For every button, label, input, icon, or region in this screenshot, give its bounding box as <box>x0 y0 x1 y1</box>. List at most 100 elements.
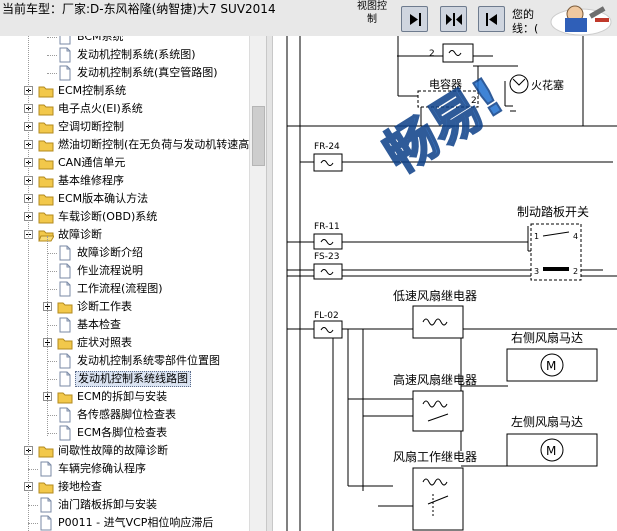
view-control-label: 视图控制 <box>357 1 387 25</box>
tree-item-label[interactable]: 接地检查 <box>58 480 102 493</box>
tree-item-label[interactable]: P0011 - 进气VCP相位响应滞后 <box>58 516 214 529</box>
document-icon <box>57 47 73 63</box>
tree-item-label[interactable]: 作业流程说明 <box>77 264 143 277</box>
tree-item[interactable]: 接地检查 <box>0 478 249 496</box>
tree-item[interactable]: 作业流程说明 <box>0 262 249 280</box>
tree-item[interactable]: P0011 - 进气VCP相位响应滞后 <box>0 514 249 531</box>
tree-item[interactable]: 电子点火(EI)系统 <box>0 100 249 118</box>
show-right-panel-button[interactable] <box>401 6 428 32</box>
document-icon <box>57 281 73 297</box>
fan-work-relay-label: 风扇工作继电器 <box>393 449 477 464</box>
right-fan-motor-label: 右侧风扇马达 <box>511 330 583 345</box>
tree-item[interactable]: 油门踏板拆卸与安装 <box>0 496 249 514</box>
tree-item-label[interactable]: ECM各脚位检查表 <box>77 426 168 439</box>
folder-icon <box>57 335 73 351</box>
document-icon <box>57 263 73 279</box>
tree-item-label[interactable]: 基本检查 <box>77 318 121 331</box>
fuse-fs23-label: FS-23 <box>314 252 339 262</box>
tree-item[interactable]: BCM系统 <box>0 36 249 46</box>
tree-item[interactable]: ECM控制系统 <box>0 82 249 100</box>
tree-item[interactable]: ECM各脚位检查表 <box>0 424 249 442</box>
document-icon <box>57 353 73 369</box>
tree-item[interactable]: 基本检查 <box>0 316 249 334</box>
high-fan-relay-label: 高速风扇继电器 <box>393 372 477 387</box>
tree-item-label[interactable]: ECM控制系统 <box>58 84 127 97</box>
greeting-text: 您的线：( <box>512 8 539 35</box>
svg-text:3: 3 <box>534 267 539 276</box>
folder-icon <box>38 191 54 207</box>
svg-text:M: M <box>546 444 556 458</box>
tree-item[interactable]: 间歇性故障的故障诊断 <box>0 442 249 460</box>
folder-open-icon <box>38 227 55 243</box>
fuse-fr24-label: FR-24 <box>314 142 340 152</box>
tree-item[interactable]: 故障诊断 <box>0 226 249 244</box>
tree-item[interactable]: 各传感器脚位检查表 <box>0 406 249 424</box>
tree-item-label[interactable]: 工作流程(流程图) <box>77 282 163 295</box>
document-icon <box>57 245 73 261</box>
spark-plug: 火花塞 <box>509 74 564 94</box>
tree-item-label[interactable]: 诊断工作表 <box>77 300 132 313</box>
pane-splitter[interactable] <box>266 36 273 531</box>
tree-item-label[interactable]: 故障诊断 <box>58 228 102 241</box>
tree-scroll-thumb[interactable] <box>252 106 265 166</box>
tree-item[interactable]: 燃油切断控制(在无负荷与发动机转速高 <box>0 136 249 154</box>
navigation-tree[interactable]: BCM系统发动机控制系统(系统图) 发动机控制系统(真空管路图) ECM控制系统电子… <box>0 36 249 531</box>
wiring-diagram-view[interactable]: FR-24 FR-11 FS-23 FL-02 2 电容器 2 <box>273 36 617 531</box>
tree-item[interactable]: CAN通信单元 <box>0 154 249 172</box>
tree-item-label[interactable]: 车载诊断(OBD)系统 <box>58 210 158 223</box>
fuse-fl02: FL-02 <box>313 311 343 339</box>
tree-item[interactable]: 发动机控制系统线路图 <box>0 370 249 388</box>
high-speed-fan-relay: 高速风扇继电器 <box>393 372 477 432</box>
brake-pedal-switch: 制动踏板开关 1 4 3 2 <box>517 205 589 281</box>
tree-item-label[interactable]: CAN通信单元 <box>58 156 126 169</box>
svg-text:2: 2 <box>573 267 578 276</box>
split-view-button[interactable] <box>440 6 467 32</box>
tree-item-label[interactable]: 发动机控制系统零部件位置图 <box>77 354 220 367</box>
tree-item[interactable]: 基本维修程序 <box>0 172 249 190</box>
fuse-fl02-label: FL-02 <box>314 311 339 321</box>
tree-item-label[interactable]: ECM版本确认方法 <box>58 192 149 205</box>
tree-item-label[interactable]: 发动机控制系统(系统图) <box>77 48 196 61</box>
tree-item-label[interactable]: ECM的拆卸与安装 <box>77 390 168 403</box>
condenser-pin: 2 <box>429 49 435 59</box>
tree-item[interactable]: 空调切断控制 <box>0 118 249 136</box>
svg-text:1: 1 <box>534 232 539 241</box>
tree-item[interactable]: 故障诊断介绍 <box>0 244 249 262</box>
tree-item-label[interactable]: 故障诊断介绍 <box>77 246 143 259</box>
tree-item[interactable]: 诊断工作表 <box>0 298 249 316</box>
tree-item-label[interactable]: 电子点火(EI)系统 <box>58 102 143 115</box>
tree-item-label[interactable]: 发动机控制系统(真空管路图) <box>77 66 218 79</box>
arrow-left-bar-icon <box>486 13 497 26</box>
tree-item[interactable]: 工作流程(流程图) <box>0 280 249 298</box>
folder-icon <box>38 101 54 117</box>
svg-text:4: 4 <box>573 232 578 241</box>
tree-item-label[interactable]: 发动机控制系统线路图 <box>75 371 191 387</box>
folder-icon <box>38 155 54 171</box>
tree-item-label[interactable]: 症状对照表 <box>77 336 132 349</box>
tree-item[interactable]: ECM版本确认方法 <box>0 190 249 208</box>
brake-switch-label: 制动踏板开关 <box>517 205 589 219</box>
tree-item[interactable]: 车载诊断(OBD)系统 <box>0 208 249 226</box>
tree-item[interactable]: 发动机控制系统(系统图) <box>0 46 249 64</box>
tree-item-label[interactable]: 油门踏板拆卸与安装 <box>58 498 157 511</box>
tree-scrollbar[interactable] <box>249 36 266 531</box>
tree-item-label[interactable]: 基本维修程序 <box>58 174 124 187</box>
tree-item[interactable]: 发动机控制系统(真空管路图) <box>0 64 249 82</box>
tree-item[interactable]: 发动机控制系统零部件位置图 <box>0 352 249 370</box>
show-left-panel-button[interactable] <box>478 6 505 32</box>
tree-item-label[interactable]: 间歇性故障的故障诊断 <box>58 444 168 457</box>
document-icon <box>57 317 73 333</box>
tree-item[interactable]: ECM的拆卸与安装 <box>0 388 249 406</box>
tree-item[interactable]: 车辆完修确认程序 <box>0 460 249 478</box>
tree-item-label[interactable]: 各传感器脚位检查表 <box>77 408 176 421</box>
tree-item[interactable]: 症状对照表 <box>0 334 249 352</box>
folder-icon <box>57 389 73 405</box>
tree-item-label[interactable]: BCM系统 <box>77 36 124 43</box>
fuse-fr11: FR-11 <box>313 222 343 250</box>
tree-item-label[interactable]: 燃油切断控制(在无负荷与发动机转速高 <box>58 138 249 151</box>
tree-item-label[interactable]: 空调切断控制 <box>58 120 124 133</box>
left-fan-motor-label: 左侧风扇马达 <box>511 414 583 429</box>
document-icon <box>57 371 73 387</box>
folder-icon <box>38 83 54 99</box>
tree-item-label[interactable]: 车辆完修确认程序 <box>58 462 146 475</box>
